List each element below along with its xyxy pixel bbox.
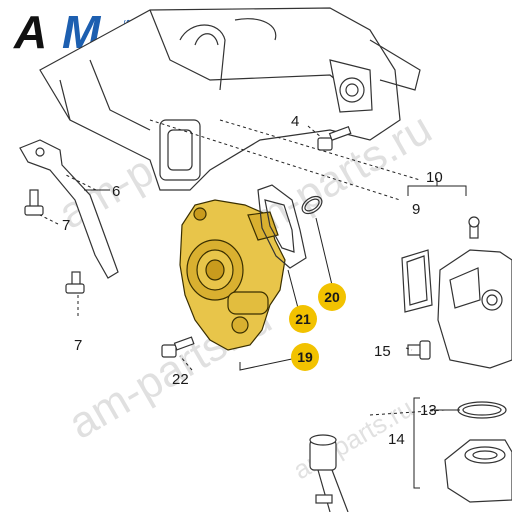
callout-labels: 4 6 7 7 9 10 13 14 15 22: [62, 113, 443, 448]
callout-14: 14: [388, 431, 405, 448]
callout-15: 15: [374, 343, 391, 360]
badge-20-circle: [318, 283, 346, 311]
am-parts-logo: A M parts: [13, 6, 133, 58]
bolt: [161, 336, 195, 358]
leader-lines: [39, 119, 446, 416]
coolant-pipe: [309, 434, 349, 512]
callout-7-upper: 7: [62, 217, 70, 234]
callout-13: 13: [420, 402, 437, 419]
badge-21: 21: [295, 311, 311, 327]
logo-letter-a: A: [13, 6, 47, 58]
badge-20: 20: [324, 289, 340, 305]
callout-9: 9: [412, 201, 420, 218]
exhaust-manifold-module: [39, 7, 421, 191]
callout-7-lower: 7: [74, 337, 82, 354]
highlight-badges: 19 20 21: [289, 283, 346, 371]
callout-10: 10: [426, 169, 443, 186]
callout-6: 6: [112, 183, 120, 200]
badge-19-circle: [291, 343, 319, 371]
bolt: [24, 189, 85, 294]
thermostat-housing: [444, 439, 512, 503]
bracket-lines: [84, 178, 467, 489]
badge-21-circle: [289, 305, 317, 333]
o-ring: [457, 401, 507, 419]
egr-valve-housing: [179, 199, 286, 351]
bolt: [407, 340, 431, 360]
bracket: [19, 139, 119, 279]
gasket: [257, 184, 323, 269]
callout-22: 22: [172, 371, 189, 388]
callout-4: 4: [291, 113, 299, 130]
egr-cooler-flange: [437, 216, 512, 369]
bolt: [317, 125, 352, 151]
badge-19: 19: [297, 349, 313, 365]
gasket: [401, 249, 433, 313]
